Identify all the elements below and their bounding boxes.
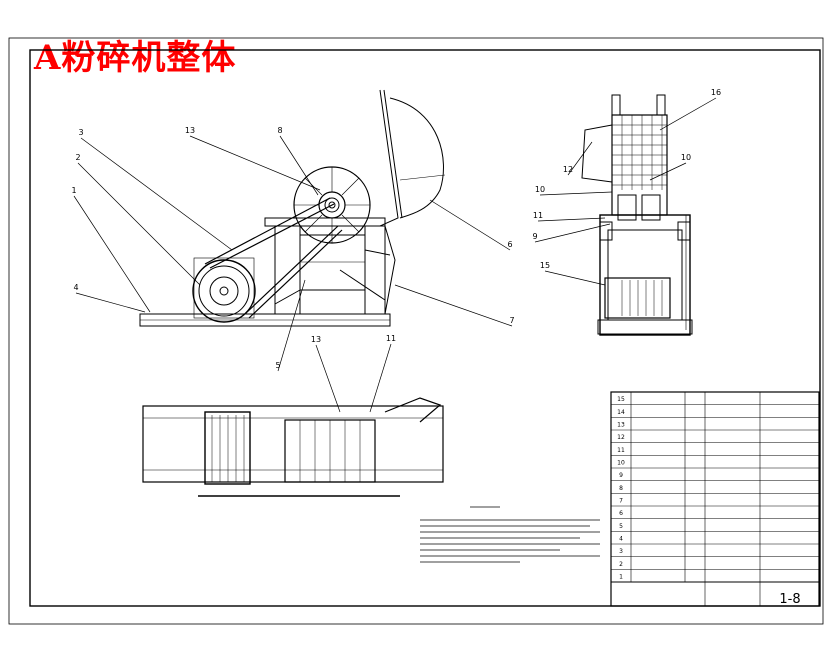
top-view	[142, 397, 444, 497]
rotor	[293, 166, 371, 244]
callout-label: 10	[681, 153, 691, 162]
leader-line	[659, 97, 717, 131]
motor-pulley	[192, 257, 256, 323]
title-block-row-no: 13	[617, 421, 625, 428]
sheet-border	[8, 37, 824, 625]
front-view	[581, 94, 693, 336]
leader-line	[279, 135, 319, 196]
callout-label: 13	[185, 126, 195, 135]
v-belt	[204, 197, 343, 319]
title-block-row-no: 12	[617, 434, 625, 441]
leader-line	[75, 292, 146, 313]
title-block-row-no: 1	[619, 573, 623, 580]
callout-label: 7	[509, 316, 514, 325]
callout-label: 11	[533, 211, 543, 220]
title-block-row-no: 4	[619, 535, 623, 542]
callout-label: 15	[540, 261, 550, 270]
callout-label: 4	[73, 283, 78, 292]
leader-line	[189, 135, 321, 191]
leader-line	[77, 162, 201, 286]
leader-line	[567, 141, 593, 176]
leader-line	[544, 270, 606, 286]
front-hopper	[581, 94, 668, 216]
callout-label: 6	[507, 240, 512, 249]
drawing-number: 1-8	[779, 592, 800, 607]
callout-label: 5	[275, 361, 280, 370]
title-block-row-no: 7	[619, 497, 623, 504]
leader-line	[73, 195, 151, 313]
callout-label: 11	[386, 334, 396, 343]
side-view	[139, 89, 446, 327]
leader-line	[537, 217, 606, 222]
title-block-row-no: 2	[619, 561, 623, 568]
title-block-rows: 15 14 13 12 11 10 9 8 7 6 5 4 3 2 1	[611, 396, 819, 583]
leader-line	[394, 284, 513, 327]
leader-line	[277, 279, 306, 372]
frame	[264, 217, 386, 314]
leader-line	[315, 344, 341, 413]
title-block-row-no: 15	[617, 396, 625, 403]
top-motor	[204, 411, 251, 485]
leader-line	[429, 199, 511, 251]
callout-label: 10	[535, 185, 545, 194]
title-block: 15 14 13 12 11 10 9 8 7 6 5 4 3 2 1	[610, 391, 820, 607]
title-block-row-no: 14	[617, 409, 625, 416]
callout-label: 12	[563, 165, 573, 174]
title-block-row-no: 6	[619, 510, 623, 517]
callout-label: 9	[532, 232, 537, 241]
callout-label: 1	[71, 186, 76, 195]
title-block-row-no: 3	[619, 548, 623, 555]
title-block-row-no: 5	[619, 523, 623, 530]
drawing-title: A粉碎机整体	[34, 38, 237, 78]
title-block-row-no: 8	[619, 485, 623, 492]
leader-line	[534, 223, 611, 243]
title-block-row-no: 11	[617, 447, 625, 454]
callout-label: 8	[277, 126, 282, 135]
title-block-row-no: 10	[617, 459, 625, 466]
front-body	[599, 194, 691, 336]
title-block-row-no: 9	[619, 472, 623, 479]
top-rotor	[284, 419, 376, 483]
leader-line	[649, 162, 687, 181]
hopper	[379, 89, 446, 227]
front-motor	[597, 277, 693, 335]
leader-line	[539, 191, 613, 196]
callout-label: 13	[311, 335, 321, 344]
callout-label: 16	[711, 88, 721, 97]
callout-label: 2	[75, 153, 80, 162]
leader-line	[369, 343, 392, 413]
technical-notes	[420, 506, 600, 563]
leader-line	[80, 137, 233, 251]
callout-label: 3	[78, 128, 83, 137]
discharge-chute	[339, 225, 396, 315]
